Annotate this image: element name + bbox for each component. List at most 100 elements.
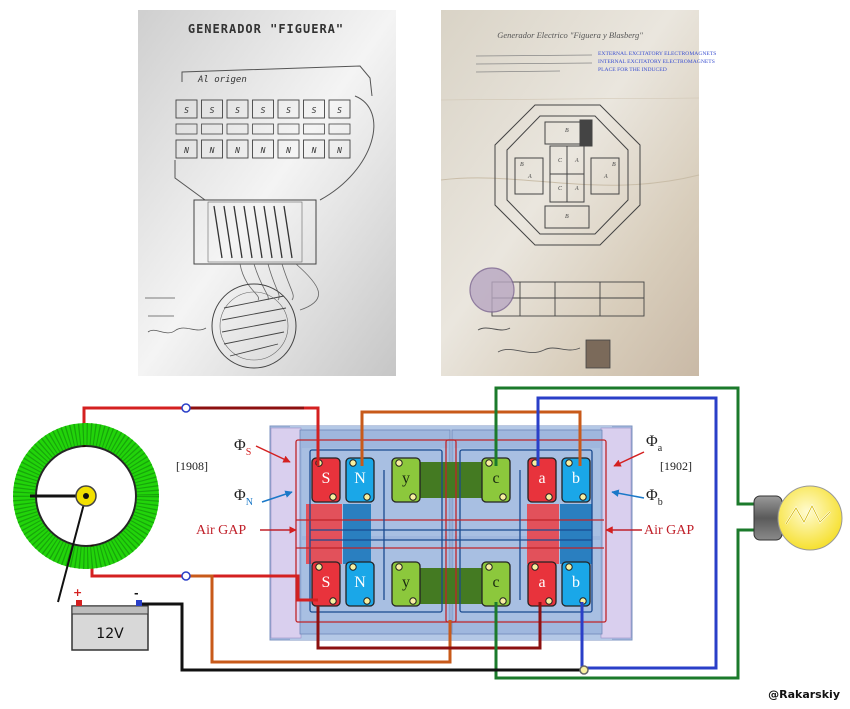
magnet-label: y xyxy=(402,574,410,591)
magnet-terminal xyxy=(565,459,573,467)
left-sheet-top-letter: S xyxy=(184,106,189,115)
wire-blue xyxy=(536,396,718,670)
year-right-label: [1902] xyxy=(660,459,692,473)
right-sheet-cell-letter: A xyxy=(603,174,608,180)
left-sheet-top-cell xyxy=(328,99,351,119)
right-sheet-legend-1: EXTERNAL EXCITATORY ELECTROMAGNETS xyxy=(598,51,716,57)
left-sheet-top-letter: S xyxy=(210,106,215,115)
left-air-gap-red xyxy=(306,504,342,564)
left-sheet-top-letter: S xyxy=(286,106,291,115)
magnet-terminal xyxy=(409,493,417,501)
right-sheet-stamp xyxy=(585,339,611,369)
magnet-terminal xyxy=(485,563,493,571)
phi-n-label: ΦN xyxy=(234,487,253,508)
magnet-label: a xyxy=(538,470,545,487)
magnet-top-a xyxy=(527,457,557,503)
magnet-terminal xyxy=(545,493,553,501)
air-gap-right-label: Air GAP xyxy=(644,523,694,538)
left-sheet-bottom-cell xyxy=(277,139,300,159)
phi-s-arrow xyxy=(255,445,291,463)
left-sheet-title: GENERADOR "FIGUERA" xyxy=(188,22,344,36)
phi-s-label: ΦS xyxy=(234,437,251,458)
wire-darkred-lower xyxy=(316,602,542,650)
right-sheet-cell-letter: C xyxy=(558,186,563,192)
magnet-label: N xyxy=(354,470,366,487)
left-sheet-bottom-cell xyxy=(303,139,325,159)
magnet-top-y xyxy=(391,457,421,503)
magnet-terminal xyxy=(499,493,507,501)
left-sheet-origin-label: Al origen xyxy=(197,75,247,85)
right-sheet-cell-letter: B xyxy=(520,162,524,168)
magnet-terminal xyxy=(545,597,553,605)
left-sheet-top-letter: S xyxy=(235,106,240,115)
left-sheet-top-letter: S xyxy=(261,106,266,115)
phi-n-arrow xyxy=(261,490,293,503)
left-sheet-top-cell xyxy=(252,99,274,119)
phi-a-arrow xyxy=(613,451,645,467)
magnet-terminal xyxy=(499,597,507,605)
right-sheet-seal xyxy=(469,267,515,313)
magnet-label: b xyxy=(572,574,580,591)
magnetic-core xyxy=(269,425,633,641)
magnet-bottom-y xyxy=(391,561,421,607)
right-sheet-cell-letter: B xyxy=(565,128,569,134)
magnet-label: a xyxy=(538,574,545,591)
magnet-top-S xyxy=(311,457,341,503)
magnet-label: b xyxy=(572,470,580,487)
left-sheet-induced-cell xyxy=(175,123,198,135)
left-air-gap-blue xyxy=(343,504,371,564)
left-sheet-bottom-cell xyxy=(252,139,274,159)
left-sheet-top-cell xyxy=(226,99,249,119)
wire-orange-top xyxy=(360,410,582,466)
right-sheet-title: Generador Electrico "Figuera y Blasberg" xyxy=(497,30,643,40)
right-sheet-octagon xyxy=(494,104,641,246)
magnet-top-b xyxy=(561,457,591,503)
left-sheet-bottom-letter: N xyxy=(183,146,189,155)
left-sheet-bottom-letter: N xyxy=(336,146,342,155)
left-sheet-bottom-cell xyxy=(226,139,249,159)
battery-minus: - xyxy=(134,587,139,600)
wire-green xyxy=(494,386,758,680)
magnet-bottom-S xyxy=(311,561,341,607)
left-sheet-induced-cell xyxy=(277,123,300,135)
left-sheet-bottom-cell xyxy=(328,139,351,159)
magnet-terminal xyxy=(363,493,371,501)
left-sheet-bottom-cell xyxy=(175,139,198,159)
year-left-label: [1908] xyxy=(176,459,208,473)
magnet-terminal xyxy=(565,563,573,571)
left-sheet-commutator xyxy=(211,283,297,369)
left-sheet-bottom-letter: N xyxy=(285,146,291,155)
left-sheet-top-letter: S xyxy=(312,106,317,115)
magnet-bottom-a xyxy=(527,561,557,607)
left-sheet-induced-cell xyxy=(201,123,223,135)
left-sheet-top-cell xyxy=(175,99,198,119)
magnet-terminal xyxy=(329,493,337,501)
battery-plus: + xyxy=(73,586,82,599)
rotary-commutator xyxy=(13,423,159,603)
magnet-label: y xyxy=(402,470,410,487)
right-sheet-cell-letter: C xyxy=(558,158,563,164)
left-sheet-bottom-letter: N xyxy=(260,146,266,155)
left-sheet-top-cell xyxy=(303,99,325,119)
left-sheet-induced-cell xyxy=(252,123,274,135)
right-sheet-cell-letter: A xyxy=(527,174,532,180)
left-sheet-induced-cell xyxy=(226,123,249,135)
right-sheet-cell-letter: B xyxy=(565,214,569,220)
left-sheet-induced-cell xyxy=(328,123,351,135)
right-sheet-legend-2: INTERNAL EXCITATORY ELECTROMAGNETS xyxy=(598,59,715,65)
right-sheet-legend: EXTERNAL EXCITATORY ELECTROMAGNETS INTER… xyxy=(475,51,716,73)
magnet-bottom-N xyxy=(345,561,375,607)
magnet-terminal xyxy=(349,563,357,571)
magnet-terminal xyxy=(485,459,493,467)
right-sheet-legend-3: PLACE FOR THE INDUCED xyxy=(598,67,667,73)
magnet-label: N xyxy=(354,574,366,591)
credit-label: @Rakarskiy xyxy=(768,688,840,701)
phi-b-arrow xyxy=(611,489,645,499)
right-sheet-cell-letter: B xyxy=(612,162,616,168)
magnet-label: c xyxy=(492,470,499,487)
